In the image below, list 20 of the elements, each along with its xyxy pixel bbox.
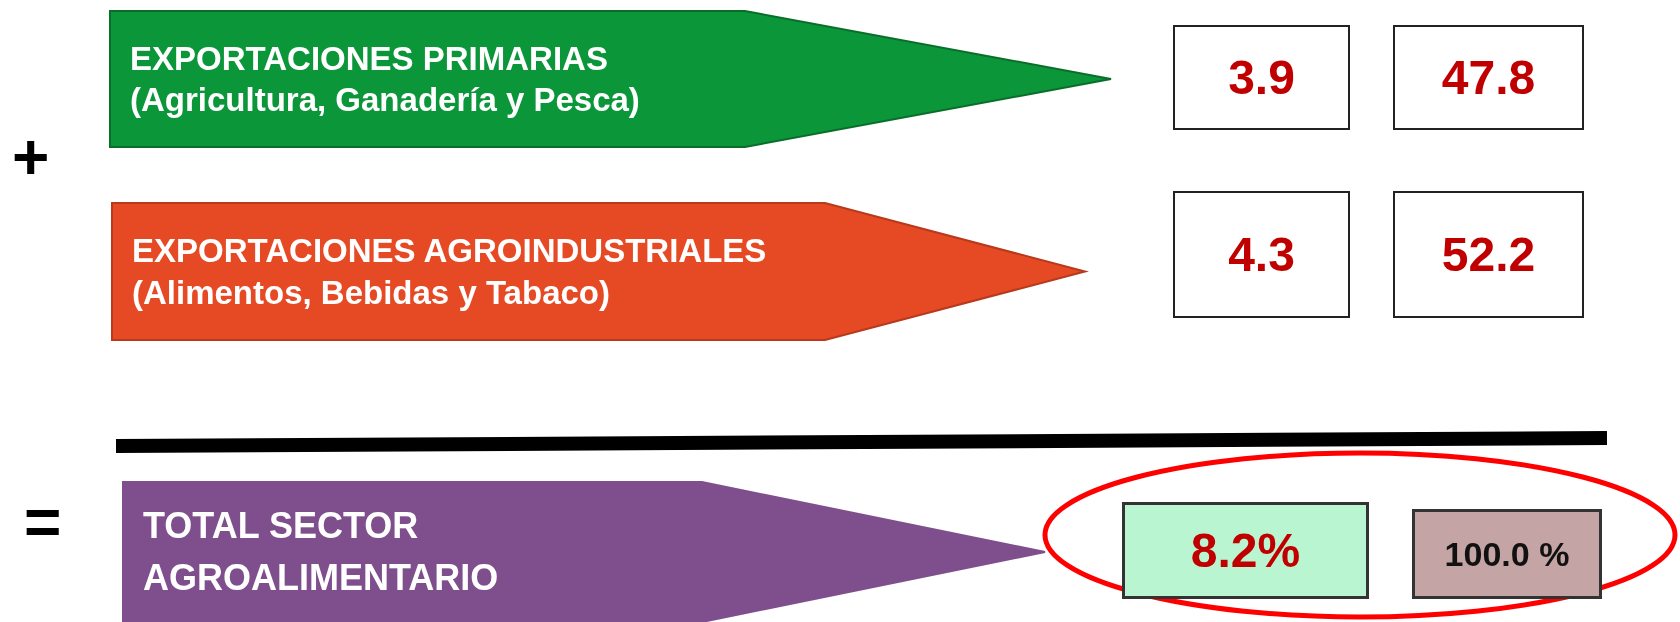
value-box bbox=[1393, 191, 1584, 318]
value-box bbox=[1412, 509, 1602, 599]
value-text: 52.2 bbox=[1441, 227, 1536, 282]
arrow-label: EXPORTACIONES PRIMARIAS bbox=[129, 38, 609, 79]
value-text: 47.8 bbox=[1441, 50, 1536, 105]
operator-sign: + bbox=[12, 125, 50, 189]
arrow-label: TOTAL SECTOR AGROALIMENTARIO bbox=[142, 503, 500, 600]
value-box bbox=[1122, 502, 1369, 599]
arrow-shape bbox=[110, 11, 1111, 147]
value-text: 8.2% bbox=[1190, 523, 1301, 578]
value-box bbox=[1393, 25, 1584, 130]
highlight-ellipse bbox=[1042, 450, 1678, 620]
value-box bbox=[1173, 25, 1350, 130]
operator-sign: = bbox=[24, 490, 62, 554]
value-text: 100.0 % bbox=[1444, 534, 1570, 574]
value-text: 4.3 bbox=[1228, 227, 1295, 282]
value-text: 3.9 bbox=[1228, 50, 1295, 105]
value-box bbox=[1173, 191, 1350, 318]
arrow-shape bbox=[123, 482, 1045, 622]
arrow-label: (Agricultura, Ganadería y Pesca) bbox=[129, 80, 641, 120]
